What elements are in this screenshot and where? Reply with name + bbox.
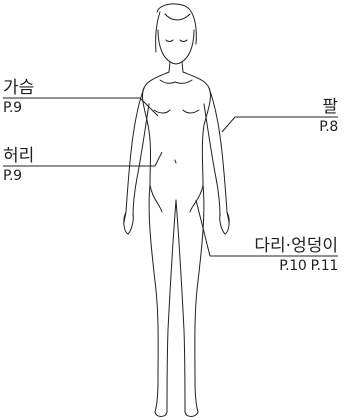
right-eye [180, 40, 187, 42]
collarbone [160, 80, 192, 83]
chest-page-ref: P.9 [3, 101, 22, 115]
leader-arm [222, 117, 235, 132]
hair-outline [156, 4, 197, 52]
torso-right [183, 72, 210, 212]
foot-right [185, 412, 198, 417]
arm-page-ref: P.8 [319, 120, 338, 134]
leg-left [149, 185, 158, 412]
leg-hip-page-ref: P.10 P.11 [279, 259, 338, 273]
chest-label: 가슴 [3, 80, 34, 97]
arm-label: 팔 [322, 99, 338, 116]
leader-waist [155, 152, 162, 166]
torso-left [143, 72, 169, 212]
leg-right [195, 185, 204, 412]
left-eye [166, 40, 173, 42]
waist-label: 허리 [3, 148, 34, 165]
face-outline [158, 30, 194, 64]
leader-leg [196, 200, 210, 256]
navel [175, 160, 176, 163]
arm-right [204, 88, 229, 222]
arm-left [124, 88, 149, 222]
leg-hip-label: 다리·엉덩이 [254, 238, 338, 255]
leader-chest [140, 98, 158, 116]
waist-page-ref: P.9 [3, 169, 22, 183]
foot-left [155, 412, 167, 417]
leg-inner [167, 200, 185, 412]
chest-line [154, 110, 199, 113]
